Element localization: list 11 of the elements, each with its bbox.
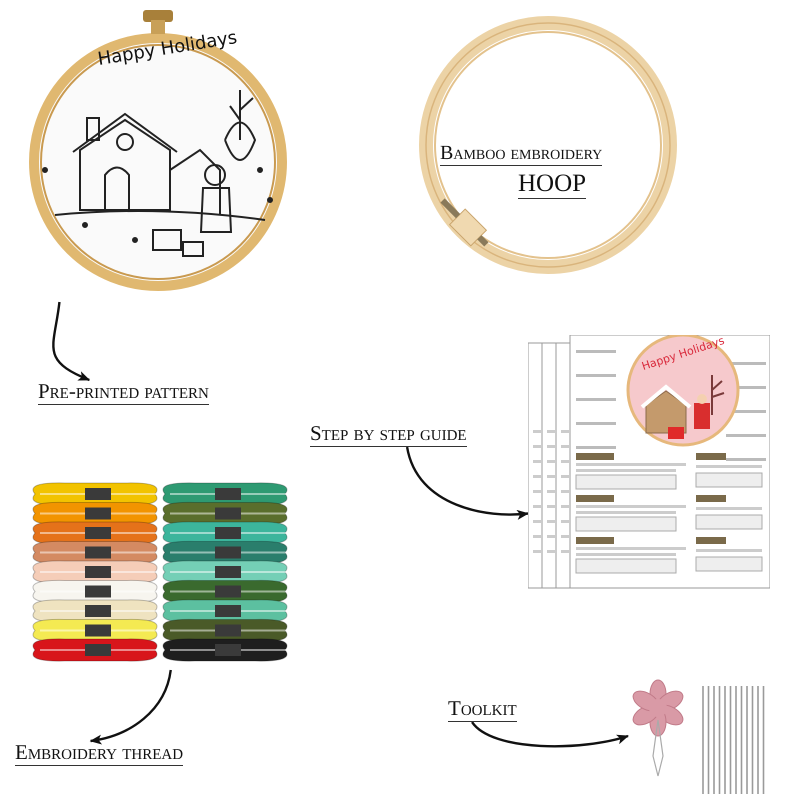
curved-arrow [471, 721, 629, 748]
caption-label: Embroidery thread [15, 741, 184, 766]
caption-label: Step by step guide [310, 422, 467, 448]
curved-arrow [90, 670, 172, 744]
caption-label: Pre-printed pattern [38, 380, 209, 406]
curved-arrow [52, 302, 90, 382]
caption-label: Toolkit [448, 697, 517, 722]
hoop-label: HOOP [518, 170, 586, 199]
curved-arrow [406, 446, 529, 520]
hoop-label: Bamboo embroidery [440, 142, 602, 166]
hoop-title: Happy Holidays [96, 27, 239, 70]
